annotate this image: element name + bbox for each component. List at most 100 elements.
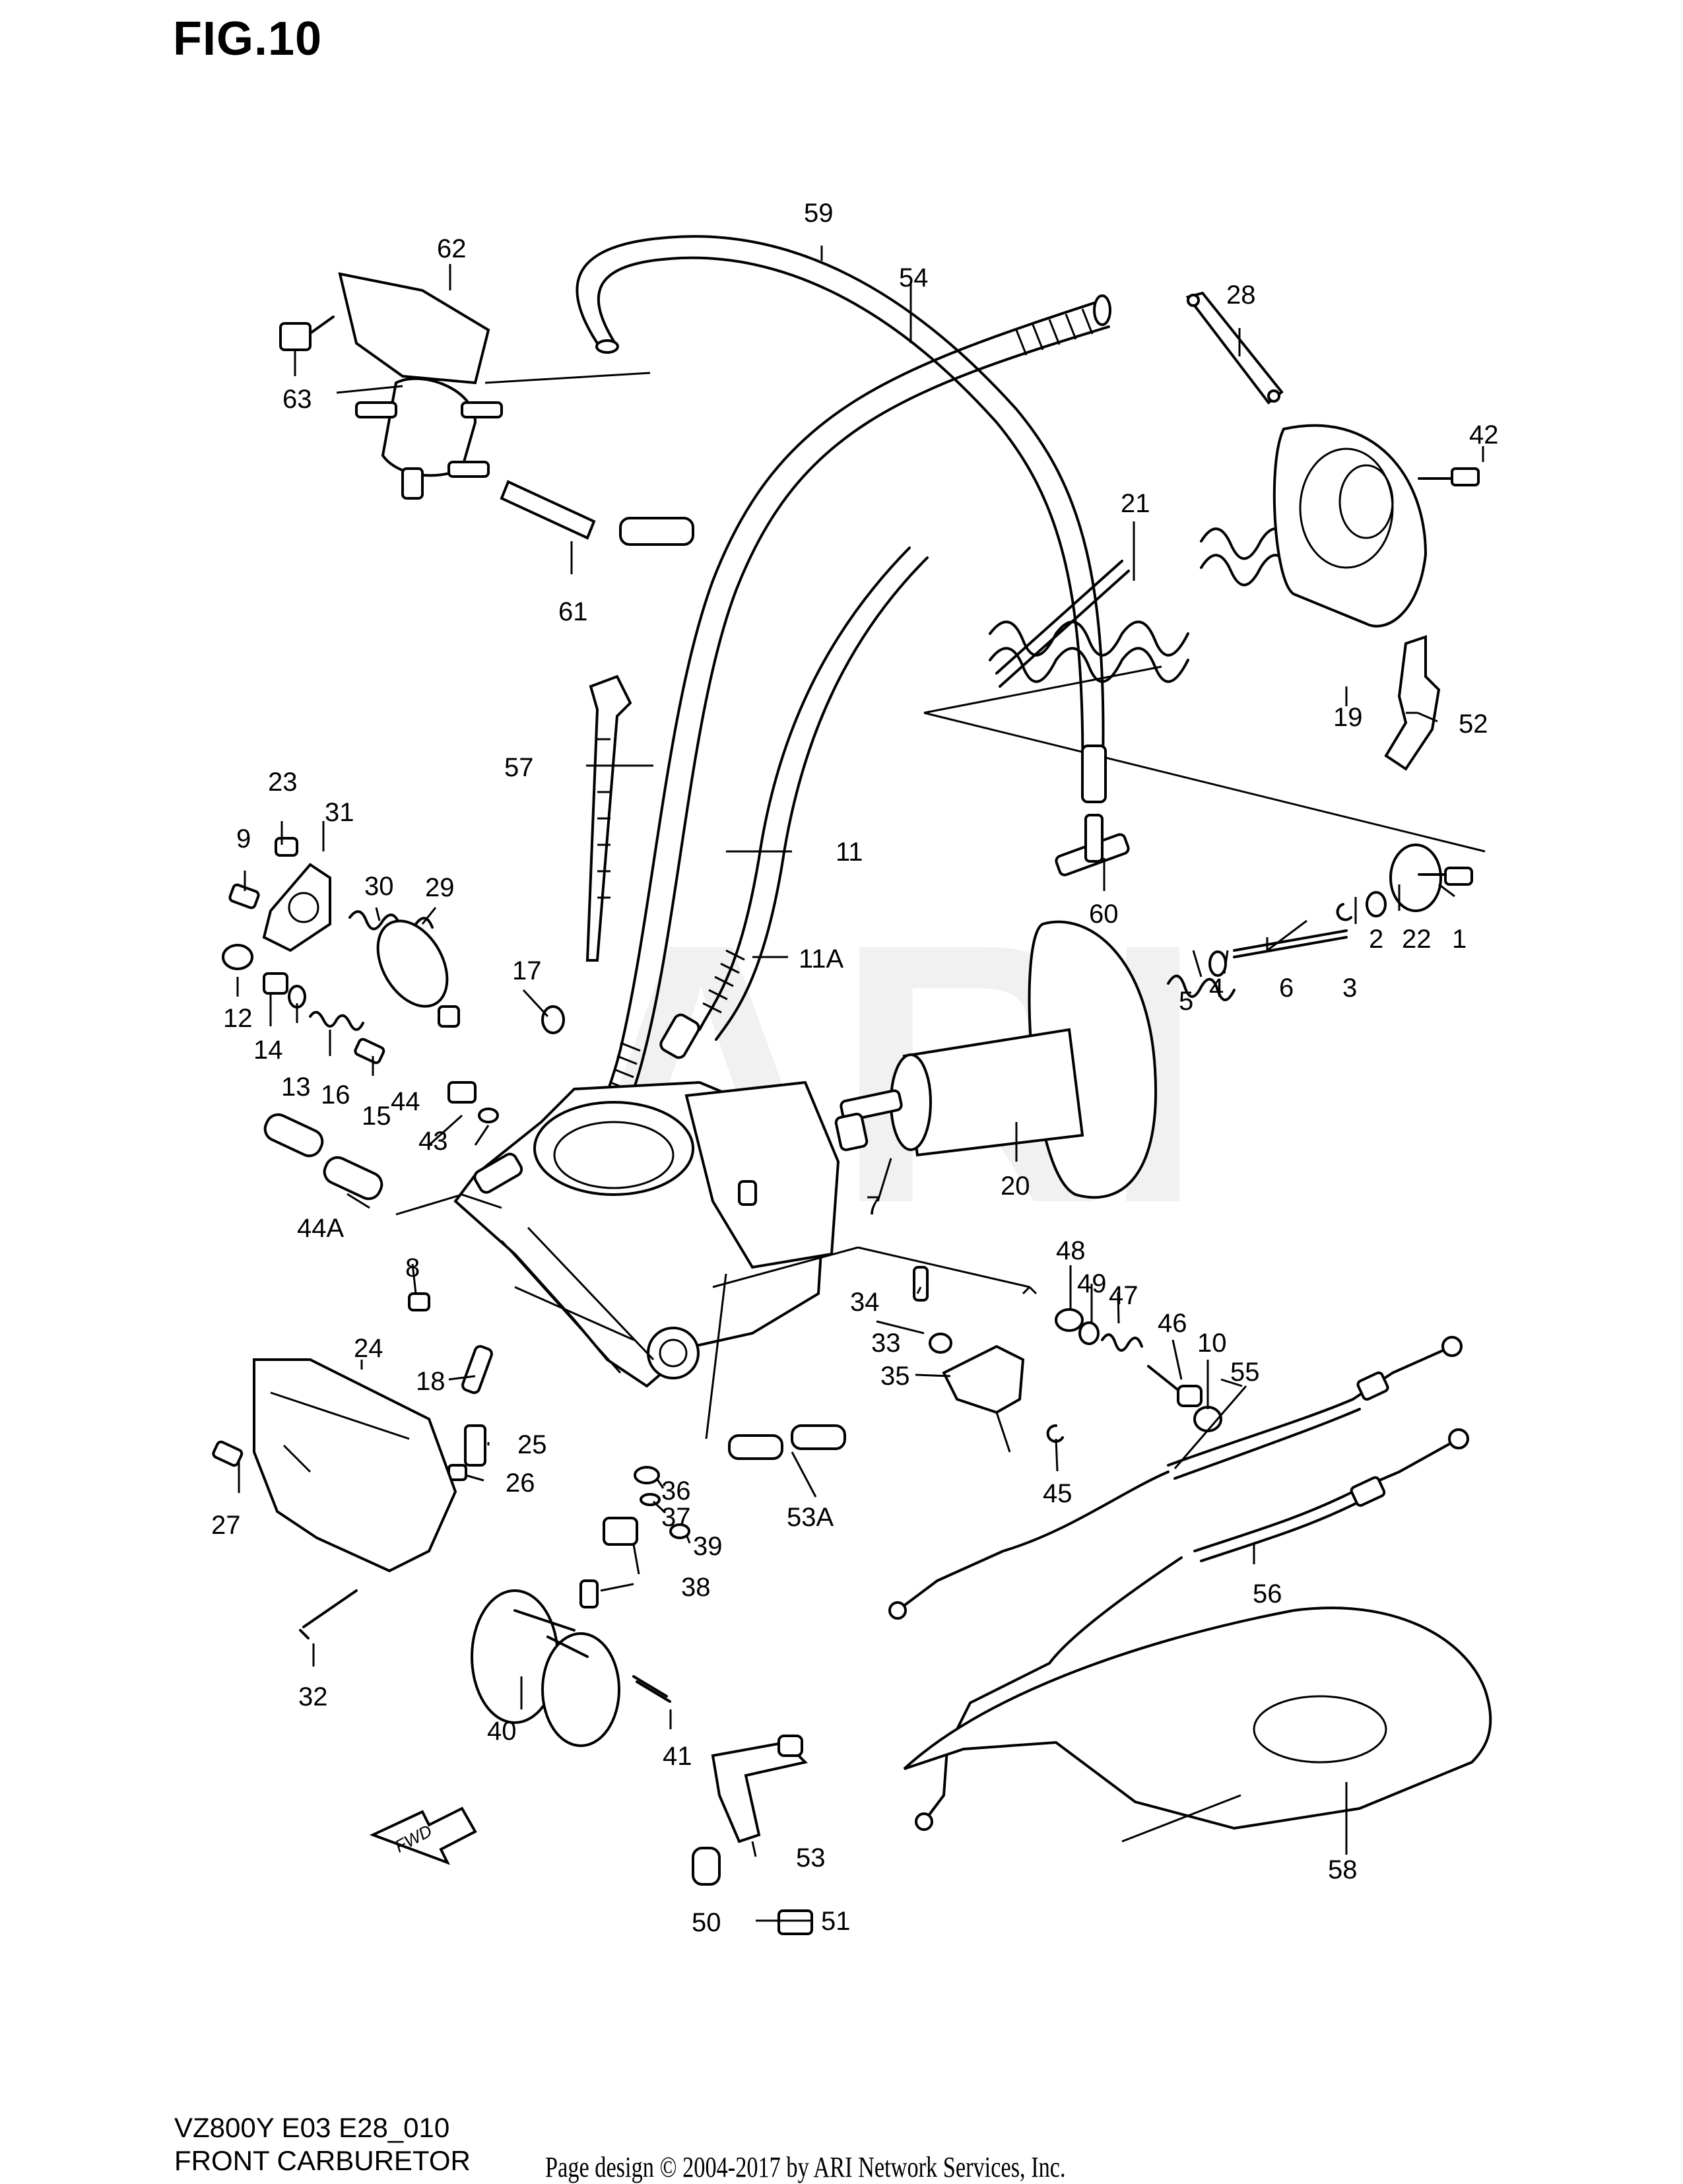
callout-6: 6 <box>1279 974 1294 1003</box>
callout-28: 28 <box>1226 281 1256 310</box>
part-30-spring <box>348 910 434 934</box>
fwd-arrow-icon: FWD <box>369 1806 477 1865</box>
part-9-screw <box>228 883 260 910</box>
figure-title: FIG.10 <box>173 13 323 65</box>
callout-3: 3 <box>1342 974 1357 1003</box>
callout-4: 4 <box>1209 974 1224 1003</box>
part-23-screw <box>275 837 298 857</box>
callout-15: 15 <box>362 1102 391 1131</box>
callout-41: 41 <box>663 1742 692 1771</box>
callout-24: 24 <box>354 1334 383 1363</box>
part-38-needle-valve <box>579 1517 638 1608</box>
reference-line <box>336 372 651 394</box>
part-39-screw <box>669 1523 690 1539</box>
callout-56: 56 <box>1253 1579 1282 1608</box>
callout-10: 10 <box>1197 1329 1227 1358</box>
reference-line <box>395 1193 1038 1439</box>
callout-52: 52 <box>1459 710 1488 739</box>
callout-34: 34 <box>850 1288 880 1317</box>
part-44-fitting <box>447 1081 477 1104</box>
part-53-bracket <box>711 1735 808 1843</box>
part-34-screw <box>913 1266 929 1302</box>
callout-63: 63 <box>282 385 312 414</box>
callout-8: 8 <box>405 1253 420 1282</box>
part-44a-hoses <box>263 1113 383 1201</box>
callout-54: 54 <box>899 263 929 292</box>
part-45-clip <box>1046 1424 1064 1443</box>
part-1-screw <box>1418 867 1473 886</box>
part-20-piston <box>834 920 1158 1199</box>
part-28-bracket <box>1185 291 1284 405</box>
part-56-return-cable <box>915 1428 1469 1831</box>
callout-62: 62 <box>437 234 467 263</box>
part-31-cover <box>262 863 331 952</box>
callout-26: 26 <box>506 1469 535 1498</box>
callout-40: 40 <box>487 1717 517 1746</box>
callout-37: 37 <box>661 1503 691 1532</box>
callout-27: 27 <box>211 1511 241 1540</box>
callout-35: 35 <box>880 1362 910 1391</box>
part-5-spring <box>1167 974 1236 1001</box>
callout-39: 39 <box>693 1532 723 1561</box>
leader-lines <box>236 246 1484 1922</box>
callout-59: 59 <box>804 199 834 228</box>
callout-2: 2 <box>1369 925 1383 954</box>
model-code: VZ800Y E03 E28_010 <box>174 2112 450 2143</box>
part-4-washer <box>1208 950 1227 977</box>
part-11-hose <box>659 546 929 1059</box>
callout-50: 50 <box>692 1908 721 1937</box>
callout-29: 29 <box>425 873 455 902</box>
callout-51: 51 <box>821 1907 851 1936</box>
callout-44: 44 <box>391 1087 420 1116</box>
callout-13: 13 <box>281 1073 311 1102</box>
part-55-throttle-cable <box>888 1336 1463 1620</box>
callout-9: 9 <box>236 824 251 853</box>
callout-53a: 53A <box>787 1503 834 1532</box>
callout-21: 21 <box>1121 489 1150 518</box>
callout-42: 42 <box>1469 420 1499 449</box>
callout-22: 22 <box>1402 925 1432 954</box>
part-50-collar <box>692 1847 721 1886</box>
callout-14: 14 <box>253 1036 283 1065</box>
part-17-screw <box>541 1005 565 1034</box>
part-19-top-cover <box>1272 424 1428 628</box>
part-61-hose <box>500 480 694 546</box>
callout-19: 19 <box>1333 703 1363 732</box>
part-16-spring <box>309 1010 364 1031</box>
part-42-screw <box>1418 467 1480 486</box>
callout-45: 45 <box>1043 1479 1072 1508</box>
callout-7: 7 <box>866 1191 880 1220</box>
callout-labels: 59 54 28 42 21 19 52 62 63 61 57 11 11A … <box>211 199 1499 1937</box>
callout-30: 30 <box>364 872 394 901</box>
part-48-washer <box>1055 1308 1084 1332</box>
callout-46: 46 <box>1158 1309 1187 1338</box>
callout-25: 25 <box>517 1430 547 1459</box>
part-24-float-bowl <box>253 1358 457 1573</box>
part-14-plug <box>263 972 288 995</box>
part-53a-hoses <box>728 1424 846 1460</box>
reference-line <box>923 665 1486 853</box>
part-32-screw <box>299 1589 358 1639</box>
diagram-name: FRONT CARBURETOR <box>174 2145 471 2176</box>
callout-38: 38 <box>681 1573 711 1602</box>
callout-20: 20 <box>1001 1172 1030 1201</box>
callout-55: 55 <box>1230 1358 1260 1387</box>
part-52-clip <box>1384 635 1441 771</box>
part-15-valve <box>354 1038 385 1065</box>
callout-60: 60 <box>1089 900 1119 929</box>
callout-49: 49 <box>1077 1269 1107 1298</box>
callout-31: 31 <box>325 798 354 827</box>
carburetor-body <box>453 1080 840 1388</box>
part-59-hose <box>576 235 1105 793</box>
callout-11: 11 <box>836 838 863 867</box>
part-47-spring <box>1101 1333 1143 1352</box>
callout-47: 47 <box>1109 1281 1138 1310</box>
callout-44a: 44A <box>297 1214 344 1243</box>
callout-48: 48 <box>1056 1236 1086 1265</box>
part-2-ring <box>1366 891 1387 917</box>
callout-32: 32 <box>298 1682 328 1711</box>
part-27-screw <box>212 1440 244 1467</box>
part-29-diaphragm <box>376 919 460 1028</box>
callout-1: 1 <box>1452 925 1467 954</box>
callout-61: 61 <box>558 597 588 626</box>
